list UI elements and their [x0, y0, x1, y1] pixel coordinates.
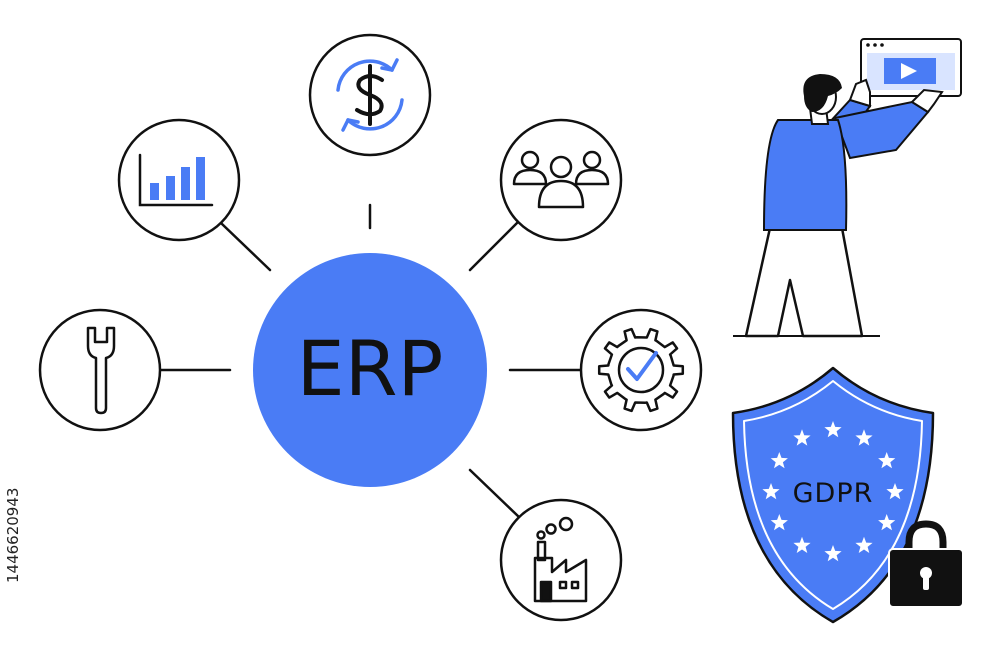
person-legs — [744, 226, 864, 338]
gear-check-icon — [597, 327, 685, 413]
browser-window-icon — [860, 38, 962, 97]
eu-star — [855, 536, 873, 553]
connector-analytics — [220, 222, 272, 272]
eu-star — [770, 514, 788, 531]
padlock-icon — [888, 520, 964, 608]
eu-star — [762, 483, 780, 500]
person-hand-left — [848, 78, 871, 108]
eu-star — [793, 536, 811, 553]
node-manufacturing-circle — [499, 498, 623, 622]
eu-stars-ring — [762, 421, 904, 562]
node-automation-circle — [579, 308, 703, 432]
person-hand-right — [910, 88, 944, 114]
erp-hub-circle — [253, 253, 487, 487]
connector-team — [468, 220, 520, 272]
node-analytics-circle — [117, 118, 241, 242]
factory-icon — [533, 516, 588, 603]
shield-inner-outline — [743, 380, 923, 610]
eu-star — [770, 452, 788, 469]
connectors — [158, 203, 582, 520]
gdpr-label: GDPR — [793, 478, 874, 509]
eu-star — [824, 421, 842, 438]
eu-star — [886, 483, 904, 500]
eu-star — [878, 514, 896, 531]
eu-star — [793, 429, 811, 446]
erp-hub-label: ERP — [297, 324, 444, 413]
wrench-icon — [86, 326, 116, 415]
people-group-icon — [512, 150, 610, 209]
eu-star — [878, 452, 896, 469]
person-hair — [803, 74, 842, 112]
node-finance — [308, 33, 432, 157]
node-manufacturing — [499, 498, 623, 622]
dollar-cycle-icon — [336, 58, 404, 132]
eu-star — [855, 429, 873, 446]
eu-star — [824, 545, 842, 562]
node-analytics — [117, 118, 241, 242]
node-automation — [579, 308, 703, 432]
person-torso — [762, 119, 848, 231]
shield-icon — [731, 366, 935, 624]
person-illustration — [733, 38, 962, 338]
node-team — [499, 118, 623, 242]
person-right-arm — [833, 100, 930, 160]
node-maintenance — [38, 308, 162, 432]
bar-chart-icon — [138, 153, 214, 207]
stock-image-id: 1446620943 — [4, 487, 22, 583]
gdpr-shield: GDPR — [731, 366, 935, 624]
erp-hub: ERP — [253, 253, 487, 487]
node-maintenance-circle — [38, 308, 162, 432]
connector-manufacturing — [468, 468, 522, 520]
